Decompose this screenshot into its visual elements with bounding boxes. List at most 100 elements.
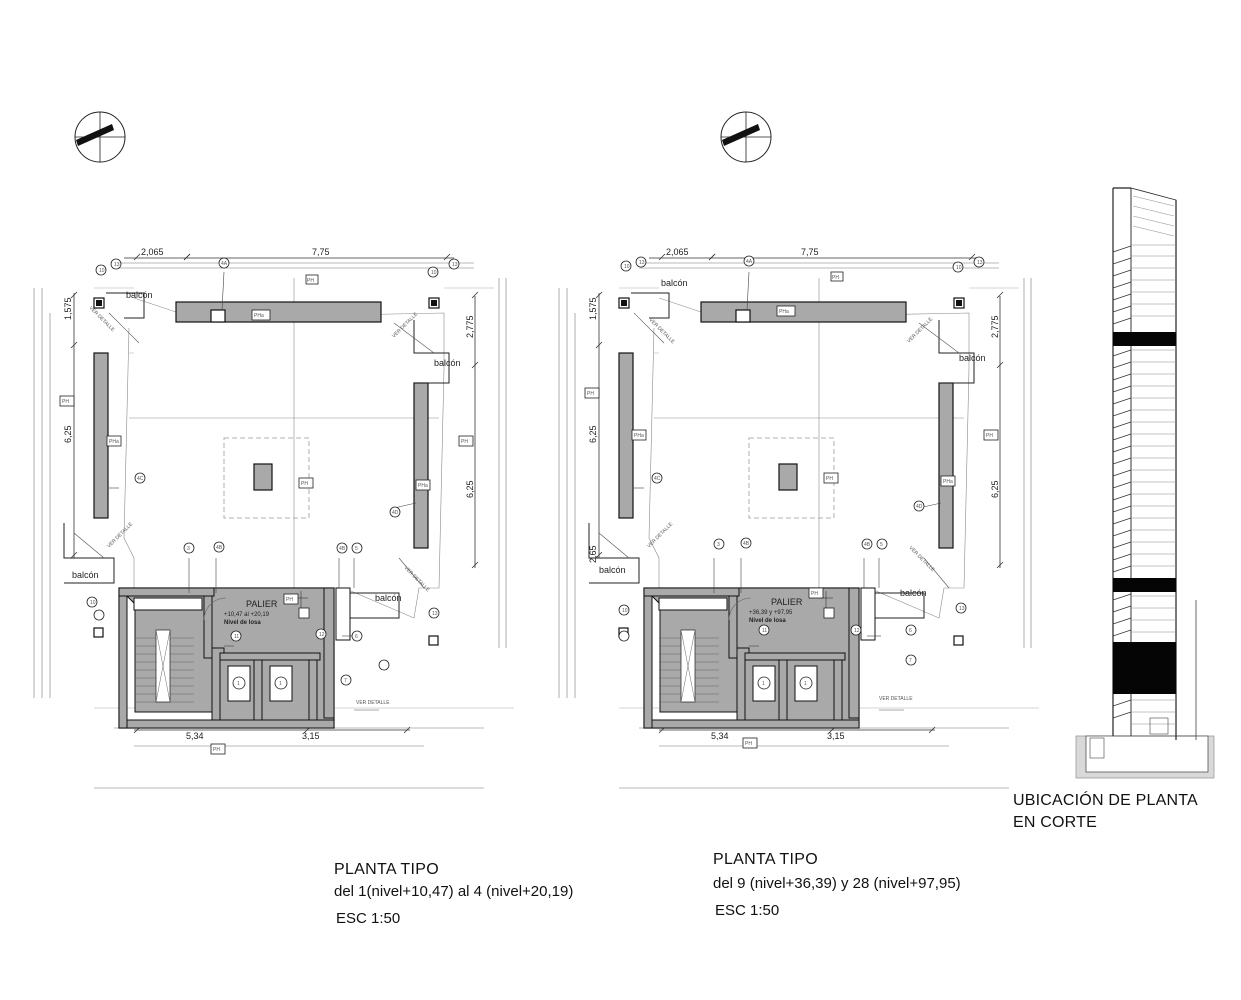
palier-level: +10,47 al +20,19 (224, 612, 270, 618)
detail-label: VER DETALLE (879, 696, 913, 702)
detail-label: VER DETALLE (391, 311, 419, 339)
plan-1-subtitle: del 1(nivel+10,47) al 4 (nivel+20,19) (334, 883, 574, 900)
column-tag: 13 (432, 611, 438, 617)
ph-tag: PH (286, 597, 293, 603)
balcony-label: balcón (900, 588, 927, 598)
plan-1-scale: ESC 1:50 (336, 910, 401, 927)
floor-plan-2: 2,065 7,75 1,575 6,25 2,65 2,775 6,25 5,… (558, 247, 1040, 789)
column-tag: 10 (431, 270, 437, 276)
ph-tag: PH (301, 481, 308, 487)
balcony-label: balcón (959, 353, 986, 363)
palier-label: PALIER (771, 597, 803, 607)
dim-top-main: 7,75 (312, 247, 330, 257)
dim-right-upper: 2,775 (465, 315, 475, 338)
column-tag: 4B (743, 541, 750, 547)
elevator-tag: 1 (762, 681, 765, 687)
elevator-tag: 1 (804, 681, 807, 687)
column-tag: 10 (622, 608, 628, 614)
column-tag: 7 (344, 678, 347, 684)
detail-label: VER DETALLE (648, 317, 676, 345)
section-caption: UBICACIÓN DE PLANTA EN CORTE (1013, 790, 1198, 834)
plan-2-title: PLANTA TIPO (713, 851, 818, 868)
column-tag: 10 (624, 264, 630, 270)
column-tag: 4D (392, 510, 399, 516)
dim-top-left: 2,065 (141, 247, 164, 257)
detail-label: VER DETALLE (908, 545, 936, 573)
section-caption-line2: EN CORTE (1013, 814, 1097, 831)
column-tag: 13 (977, 260, 983, 266)
detail-label: VER DETALLE (356, 700, 390, 706)
section-caption-line1: UBICACIÓN DE PLANTA (1013, 792, 1198, 809)
detail-label: VER DETALLE (106, 521, 134, 549)
palier-level: +36,39 y +97,95 (749, 610, 793, 616)
column-tag: 4B (339, 546, 346, 552)
dim-left-upper: 1,575 (63, 297, 73, 320)
dim-bottom-left: 5,34 (711, 731, 729, 741)
column-tag: 12 (319, 632, 325, 638)
balcony-label: balcón (72, 570, 99, 580)
column-tag: 4C (654, 476, 661, 482)
plan-2-scale: ESC 1:50 (715, 902, 780, 919)
ph-tag: PH (307, 278, 314, 284)
elevator-tag: 1 (237, 681, 240, 687)
building-section (1075, 187, 1215, 779)
palier-label: PALIER (246, 599, 278, 609)
ph-tag: PH (811, 591, 818, 597)
column-tag: 10 (90, 600, 96, 606)
column-tag: 4D (916, 504, 923, 510)
balcony-label: balcón (434, 358, 461, 368)
pha-tag: PHa (109, 439, 119, 445)
ph-tag: PH (62, 399, 69, 405)
ph-tag: PH (213, 747, 220, 753)
dim-left-main: 6,25 (588, 425, 598, 443)
dim-bottom-right: 3,15 (302, 731, 320, 741)
plan-1-title: PLANTA TIPO (334, 861, 439, 878)
detail-label: VER DETALLE (88, 305, 116, 333)
column-tag: 3 (187, 546, 190, 552)
column-tag: 4A (221, 261, 228, 267)
pha-tag: PHa (634, 433, 644, 439)
column-tag: 10 (99, 268, 105, 274)
column-tag: 4A (746, 259, 753, 265)
column-tag: 13 (639, 260, 645, 266)
plan-2-subtitle: del 9 (nivel+36,39) y 28 (nivel+97,95) (713, 875, 961, 892)
dim-top-left: 2,065 (666, 247, 689, 257)
ph-tag: PH (461, 439, 468, 445)
dim-right-upper: 2,775 (990, 315, 1000, 338)
dim-left-upper: 1,575 (588, 297, 598, 320)
detail-label: VER DETALLE (906, 316, 934, 344)
dim-right-main: 6,25 (465, 480, 475, 498)
column-tag: 4B (864, 542, 871, 548)
column-tag: 6 (909, 628, 912, 634)
column-tag: 5 (880, 542, 883, 548)
dim-left-main: 6,25 (63, 425, 73, 443)
column-tag: 13 (959, 606, 965, 612)
column-tag: 11 (234, 634, 239, 640)
pha-tag: PHa (418, 483, 428, 489)
column-tag: 6 (355, 634, 358, 640)
pha-tag: PHa (943, 479, 953, 485)
column-tag: 7 (909, 658, 912, 664)
pha-tag: PHa (779, 309, 789, 315)
dim-right-main: 6,25 (990, 480, 1000, 498)
slab-level-label: Nivel de losa (749, 618, 786, 624)
column-tag: 13 (452, 262, 458, 268)
floor-plan-1: 2,065 7,75 1,575 6,25 2,775 6,25 5,34 3,… (33, 247, 515, 789)
dim-bottom-left: 5,34 (186, 731, 204, 741)
balcony-label: balcón (126, 290, 153, 300)
dim-top-main: 7,75 (801, 247, 819, 257)
ph-tag: PH (826, 476, 833, 482)
balcony-label: balcón (599, 565, 626, 575)
detail-label: VER DETALLE (646, 521, 674, 549)
ph-tag: PH (587, 391, 594, 397)
column-tag: 12 (854, 628, 860, 634)
column-tag: 10 (956, 265, 962, 271)
ph-tag: PH (986, 433, 993, 439)
balcony-label: balcón (661, 278, 688, 288)
north-arrow-icon (74, 111, 126, 163)
ph-tag: PH (832, 275, 839, 281)
column-tag: 4B (216, 545, 223, 551)
column-tag: 4C (137, 476, 144, 482)
column-tag: 5 (355, 546, 358, 552)
